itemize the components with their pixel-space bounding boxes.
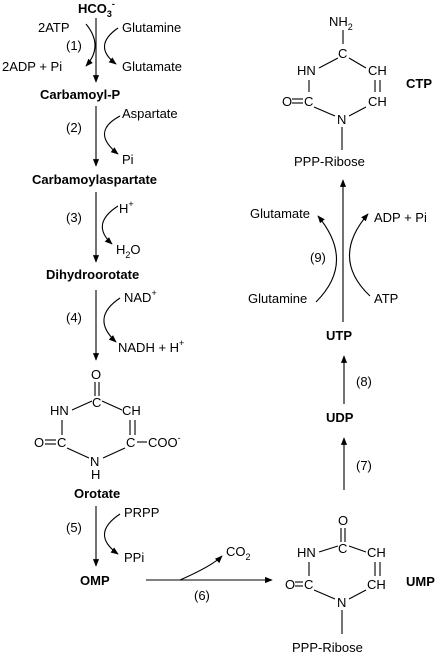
step3-curve <box>101 205 119 245</box>
orotate-c4: C <box>92 395 101 410</box>
step3-h2o: H2O <box>116 242 141 260</box>
ctp-structure: NH2 HN C CH O C N CH PPP-Ribose <box>282 14 387 169</box>
ctp-o-left: O <box>282 94 292 109</box>
step1-curve-right <box>103 27 119 65</box>
ump-o-top: O <box>338 513 348 528</box>
step2-number: (2) <box>66 120 82 135</box>
orotate-c2: C <box>57 435 66 450</box>
ump-ribose: PPP-Ribose <box>292 640 363 655</box>
step9-curve-left <box>315 215 337 303</box>
ctp-label: CTP <box>406 76 432 91</box>
ump-ch-top: CH <box>367 545 386 560</box>
carbamoyl-p-label: Carbamoyl-P <box>40 87 121 102</box>
step4-curve <box>103 297 121 343</box>
ump-n1: N <box>337 595 346 610</box>
orotate-coo: COO- <box>148 433 181 450</box>
step9-number: (9) <box>310 250 326 265</box>
step5-prpp: PRPP <box>124 505 159 520</box>
step1-glutamate: Glutamate <box>122 59 182 74</box>
step6-number: (6) <box>194 588 210 603</box>
udp-label: UDP <box>326 410 354 425</box>
orotate-o-top: O <box>91 367 101 382</box>
orotate-hn: HN <box>50 403 69 418</box>
step4-nad: NAD+ <box>124 288 157 305</box>
step2-aspartate: Aspartate <box>122 106 178 121</box>
orotate-n1-h: H <box>91 467 100 482</box>
ump-o-left: O <box>285 577 295 592</box>
ctp-hn: HN <box>297 63 316 78</box>
step2-pi: Pi <box>122 152 134 167</box>
orotate-c6: C <box>126 435 135 450</box>
ctp-ch-bottom: CH <box>368 94 387 109</box>
step5-number: (5) <box>66 520 82 535</box>
step1-curve-left <box>85 23 96 67</box>
orotate-o-left: O <box>34 435 44 450</box>
step5-curve <box>103 513 121 555</box>
step6-co2: CO2 <box>226 544 251 562</box>
ump-ch-bottom: CH <box>367 577 386 592</box>
step1-glutamine: Glutamine <box>122 20 181 35</box>
ump-c4: C <box>338 541 347 556</box>
step3-number: (3) <box>66 210 82 225</box>
hco3-label: HCO3- <box>78 0 115 19</box>
step9-glutamate: Glutamate <box>250 206 310 221</box>
dihydroorotate-label: Dihydroorotate <box>46 267 139 282</box>
carbamoylaspartate-label: Carbamoylaspartate <box>32 172 157 187</box>
step8-number: (8) <box>356 374 372 389</box>
step9-atp: ATP <box>374 291 398 306</box>
ctp-ribose: PPP-Ribose <box>294 154 365 169</box>
orotate-structure: O HN C CH O C N H C COO- <box>34 367 181 482</box>
ump-c2: C <box>304 577 313 592</box>
utp-label: UTP <box>326 328 352 343</box>
step9-glutamine: Glutamine <box>248 291 307 306</box>
ump-label: UMP <box>406 574 435 589</box>
step6-curve <box>179 555 223 581</box>
step3-h: H+ <box>119 199 134 216</box>
ctp-ch-top: CH <box>368 63 387 78</box>
step9-adp-pi: ADP + Pi <box>374 210 427 225</box>
step1-atp: 2ATP <box>38 20 70 35</box>
step9-curve-right <box>349 213 371 297</box>
ump-structure: O HN C CH O C N CH PPP-Ribose <box>285 513 386 655</box>
step2-curve <box>103 115 121 155</box>
step7-number: (7) <box>356 458 372 473</box>
ctp-c2: C <box>304 94 313 109</box>
step1-adp-pi: 2ADP + Pi <box>2 59 62 74</box>
orotate-ch: CH <box>122 403 141 418</box>
step4-number: (4) <box>66 310 82 325</box>
ctp-nh2: NH2 <box>329 14 353 32</box>
step1-number: (1) <box>66 38 82 53</box>
orotate-label: Orotate <box>74 486 120 501</box>
ump-hn: HN <box>297 545 316 560</box>
orotate-n1: N <box>90 454 99 469</box>
ctp-c4: C <box>338 46 347 61</box>
step5-ppi: PPi <box>124 550 144 565</box>
omp-label: OMP <box>80 573 110 588</box>
step4-nadh: NADH + H+ <box>118 338 184 355</box>
ctp-n1: N <box>337 112 346 127</box>
